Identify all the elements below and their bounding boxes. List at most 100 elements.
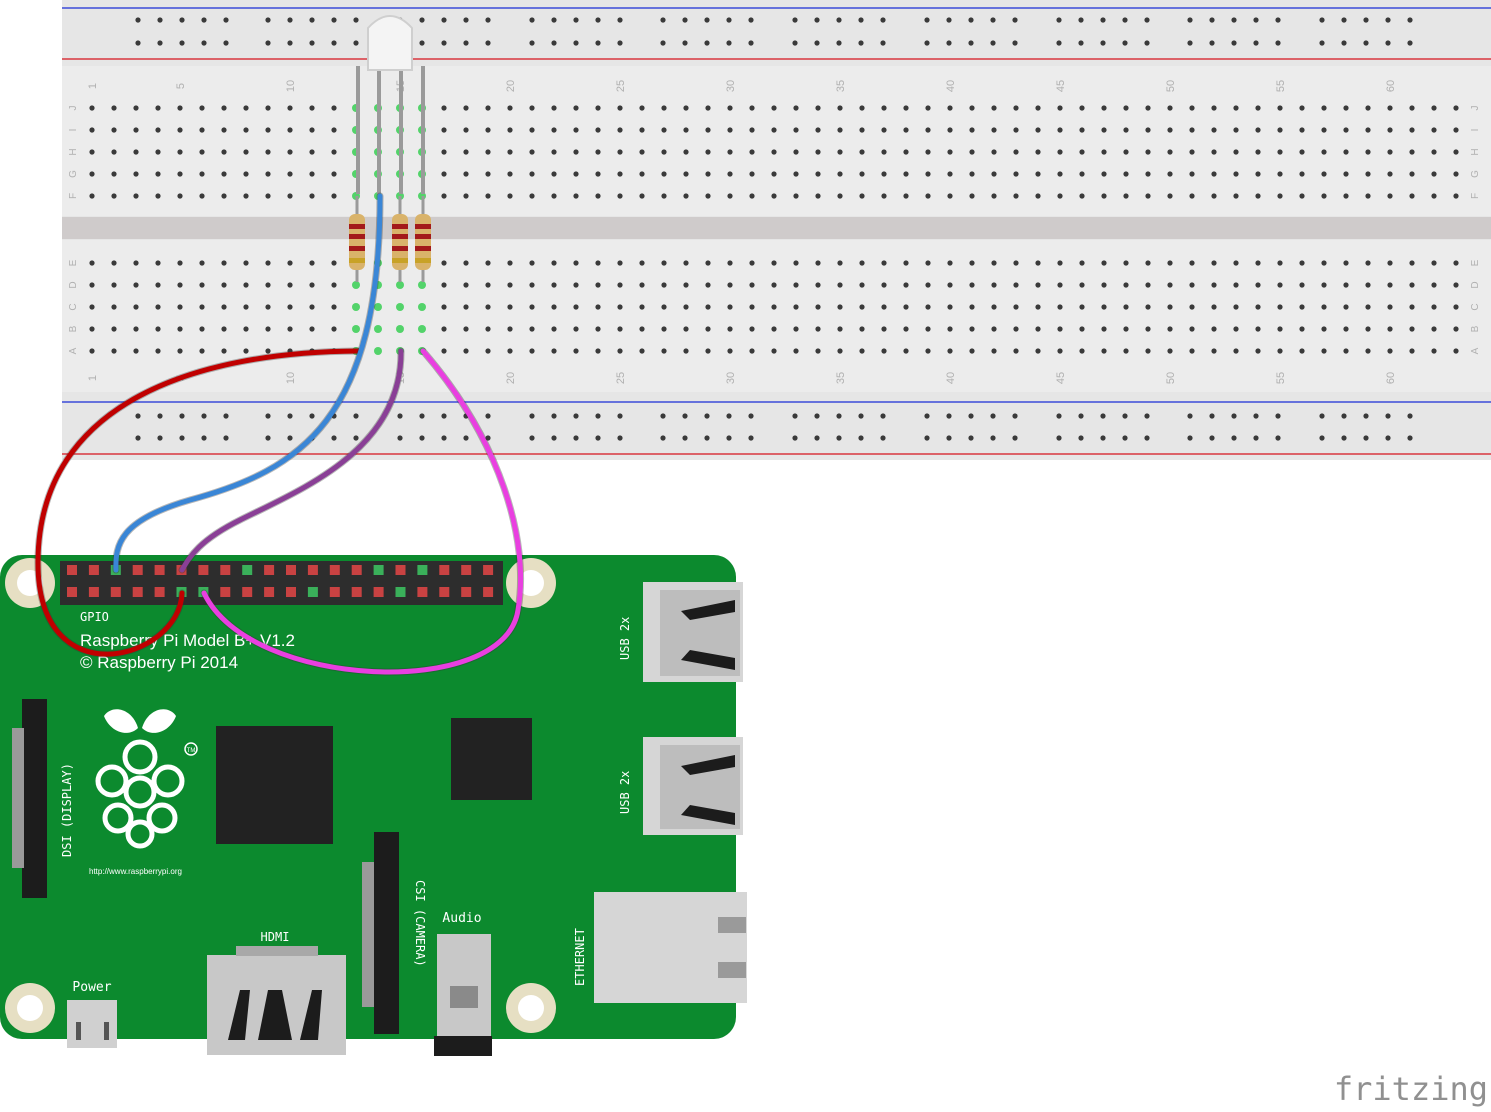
rail-hole bbox=[135, 40, 141, 46]
breadboard-hole bbox=[1343, 149, 1349, 155]
breadboard-hole bbox=[925, 127, 931, 133]
rail-hole bbox=[1231, 413, 1237, 419]
breadboard-hole bbox=[1189, 304, 1195, 310]
breadboard-hole bbox=[441, 304, 447, 310]
breadboard-hole bbox=[1211, 326, 1217, 332]
breadboard-hole bbox=[639, 348, 645, 354]
breadboard-hole bbox=[265, 171, 271, 177]
breadboard-hole bbox=[331, 282, 337, 288]
column-number: 55 bbox=[1275, 372, 1287, 384]
hdmi-label: HDMI bbox=[261, 930, 290, 944]
breadboard-hole bbox=[991, 105, 997, 111]
breadboard-hole bbox=[969, 149, 975, 155]
breadboard-hole bbox=[1035, 127, 1041, 133]
rail-hole bbox=[1407, 435, 1413, 441]
breadboard-hole bbox=[617, 105, 623, 111]
breadboard-hole bbox=[683, 348, 689, 354]
gpio-pin bbox=[242, 565, 253, 575]
breadboard-hole bbox=[727, 127, 733, 133]
breadboard-hole bbox=[463, 171, 469, 177]
rail-hole bbox=[1187, 413, 1193, 419]
breadboard-hole bbox=[1343, 105, 1349, 111]
rail-hole bbox=[331, 17, 337, 23]
breadboard-hole bbox=[1321, 348, 1327, 354]
breadboard-hole bbox=[111, 304, 117, 310]
breadboard-hole bbox=[793, 326, 799, 332]
power-port bbox=[67, 1000, 117, 1048]
breadboard-hole bbox=[1101, 105, 1107, 111]
breadboard-hole bbox=[903, 282, 909, 288]
rail-hole bbox=[1056, 413, 1062, 419]
gpio-pin bbox=[373, 565, 384, 575]
breadboard-hole bbox=[1079, 171, 1085, 177]
breadboard-hole bbox=[1343, 171, 1349, 177]
breadboard-hole bbox=[1233, 260, 1239, 266]
breadboard-hole bbox=[331, 193, 337, 199]
breadboard-hole bbox=[309, 304, 315, 310]
rail-hole bbox=[1407, 413, 1413, 419]
column-number: 10 bbox=[285, 372, 297, 384]
rail-hole bbox=[726, 413, 732, 419]
breadboard-hole bbox=[1321, 105, 1327, 111]
breadboard-hole bbox=[243, 348, 249, 354]
rail-hole bbox=[201, 435, 207, 441]
breadboard-hole bbox=[1167, 304, 1173, 310]
breadboard-hole bbox=[1255, 326, 1261, 332]
breadboard-hole bbox=[331, 326, 337, 332]
breadboard-hole bbox=[463, 105, 469, 111]
breadboard-hole bbox=[1233, 348, 1239, 354]
breadboard-hole bbox=[837, 149, 843, 155]
breadboard-hole bbox=[771, 193, 777, 199]
breadboard-hole bbox=[969, 105, 975, 111]
breadboard-hole bbox=[1321, 171, 1327, 177]
row-letter: H bbox=[1470, 148, 1481, 155]
breadboard-hole bbox=[1035, 326, 1041, 332]
breadboard-hole bbox=[1255, 171, 1261, 177]
breadboard-hole bbox=[1343, 260, 1349, 266]
breadboard-hole bbox=[661, 304, 667, 310]
row-letter: C bbox=[68, 303, 79, 310]
breadboard-hole bbox=[1013, 260, 1019, 266]
rail-hole bbox=[1209, 40, 1215, 46]
column-number: 50 bbox=[1165, 80, 1177, 92]
rail-hole bbox=[157, 40, 163, 46]
gpio-pin bbox=[307, 587, 318, 597]
breadboard-hole bbox=[595, 326, 601, 332]
rail-hole bbox=[1275, 413, 1281, 419]
gpio-pin bbox=[264, 587, 275, 597]
breadboard-hole bbox=[793, 282, 799, 288]
breadboard-hole bbox=[441, 260, 447, 266]
rail-hole bbox=[353, 17, 359, 23]
rail-hole bbox=[1012, 435, 1018, 441]
breadboard-hole bbox=[1255, 149, 1261, 155]
column-number: 25 bbox=[615, 372, 627, 384]
breadboard-hole bbox=[749, 348, 755, 354]
breadboard-hole bbox=[507, 260, 513, 266]
breadboard-hole bbox=[1299, 282, 1305, 288]
breadboard-hole bbox=[89, 282, 95, 288]
breadboard-hole bbox=[331, 304, 337, 310]
breadboard-hole bbox=[485, 348, 491, 354]
breadboard-hole bbox=[573, 171, 579, 177]
breadboard-hole bbox=[89, 171, 95, 177]
breadboard-hole bbox=[309, 127, 315, 133]
breadboard-hole bbox=[287, 105, 293, 111]
breadboard-hole bbox=[1167, 348, 1173, 354]
breadboard-hole bbox=[1299, 348, 1305, 354]
breadboard-hole bbox=[221, 171, 227, 177]
column-number: 50 bbox=[1165, 372, 1177, 384]
breadboard-hole bbox=[1057, 127, 1063, 133]
trademark-icon bbox=[184, 742, 198, 756]
breadboard-hole bbox=[991, 127, 997, 133]
copyright-label: © Raspberry Pi 2014 bbox=[80, 653, 238, 672]
breadboard-hole bbox=[1101, 149, 1107, 155]
breadboard-hole bbox=[595, 149, 601, 155]
breadboard-hole bbox=[1365, 260, 1371, 266]
resistors bbox=[349, 196, 431, 282]
breadboard-hole bbox=[661, 326, 667, 332]
breadboard-hole bbox=[573, 326, 579, 332]
breadboard-hole bbox=[199, 304, 205, 310]
breadboard-hole bbox=[1431, 326, 1437, 332]
breadboard-hole bbox=[639, 149, 645, 155]
breadboard-hole bbox=[1167, 149, 1173, 155]
